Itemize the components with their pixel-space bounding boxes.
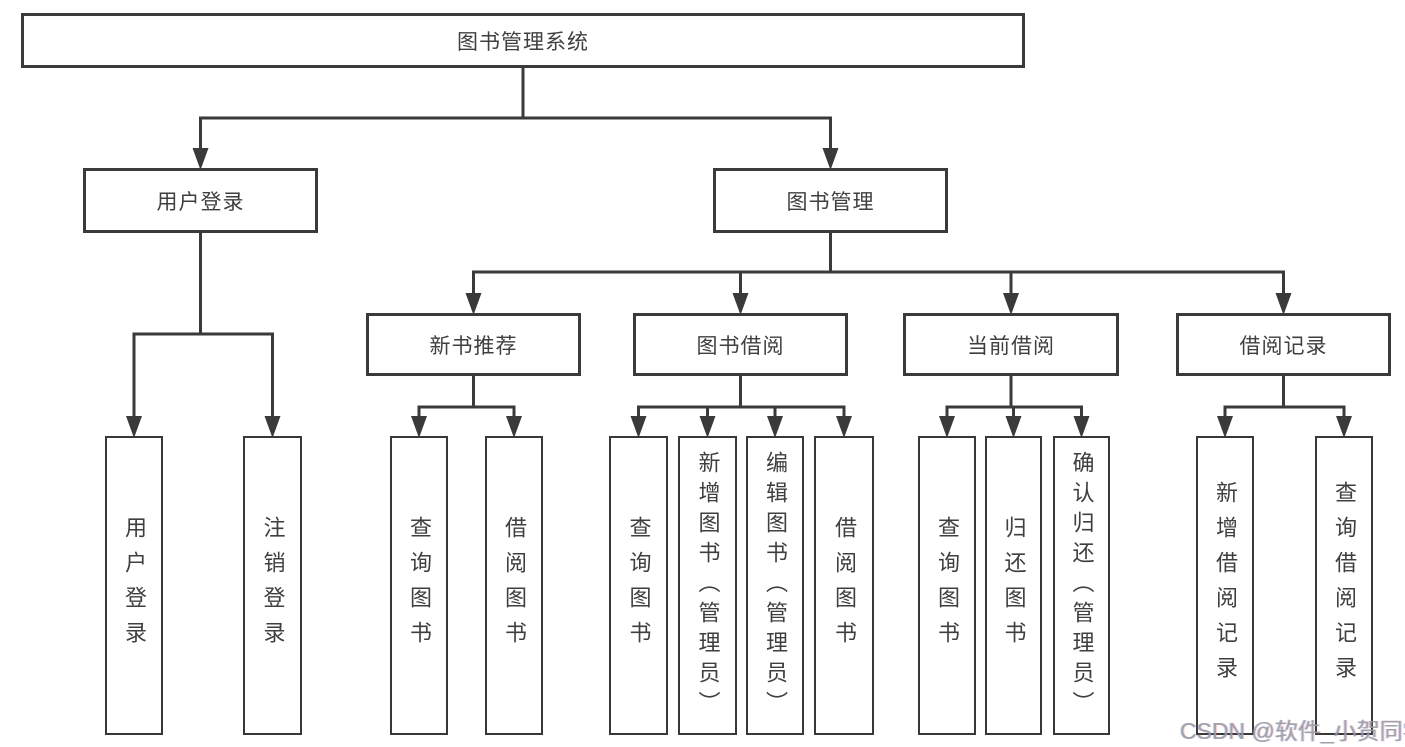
connector-book-borrow <box>637 374 846 427</box>
node-leaf-nb-borrow: 借阅图书 <box>485 436 543 735</box>
connector-user-login <box>132 231 274 427</box>
node-label-book-borrow: 图书借阅 <box>696 334 785 358</box>
node-book-mgmt: 图书管理 <box>713 168 948 233</box>
arrowhead-leaf-br-query <box>1336 416 1352 438</box>
node-leaf-bb-borrow: 借阅图书 <box>814 436 874 735</box>
node-label-leaf-bb-query: 查询图书 <box>626 515 652 656</box>
arrowhead-book-borrow <box>732 293 749 315</box>
node-borrow-records: 借阅记录 <box>1176 313 1391 376</box>
node-label-leaf-br-query: 查询借阅记录 <box>1332 480 1357 691</box>
node-label-new-book-rec: 新书推荐 <box>429 334 518 358</box>
arrowhead-leaf-cb-confirm <box>1073 416 1090 438</box>
arrowhead-current-borrow <box>1003 293 1019 315</box>
node-label-leaf-cb-query: 查询图书 <box>935 515 960 656</box>
node-label-leaf-bb-add: 新增图书（管理员） <box>695 450 721 721</box>
node-book-borrow: 图书借阅 <box>633 313 848 376</box>
arrowhead-leaf-logout <box>264 416 281 438</box>
node-label-leaf-bb-edit: 编辑图书（管理员） <box>763 450 788 721</box>
node-label-current-borrow: 当前借阅 <box>967 334 1055 358</box>
node-label-leaf-nb-borrow: 借阅图书 <box>502 515 527 656</box>
node-leaf-br-add: 新增借阅记录 <box>1196 436 1254 735</box>
node-label-leaf-nb-query: 查询图书 <box>407 515 432 656</box>
arrowhead-new-book-rec <box>465 293 482 315</box>
node-user-login: 用户登录 <box>83 168 318 233</box>
arrowhead-book-mgmt <box>822 148 839 170</box>
node-label-leaf-cb-return: 归还图书 <box>1001 515 1027 656</box>
node-leaf-br-query: 查询借阅记录 <box>1315 436 1373 735</box>
node-leaf-nb-query: 查询图书 <box>390 436 448 735</box>
arrowhead-leaf-nb-borrow <box>506 416 522 438</box>
node-leaf-user-login: 用户登录 <box>105 436 163 735</box>
node-label-leaf-br-add: 新增借阅记录 <box>1213 480 1238 691</box>
arrowhead-leaf-user-login <box>126 416 142 438</box>
arrowhead-user-login <box>192 148 209 170</box>
node-label-root: 图书管理系统 <box>457 30 589 54</box>
node-new-book-rec: 新书推荐 <box>366 313 581 376</box>
node-leaf-logout: 注销登录 <box>243 436 302 735</box>
node-leaf-cb-confirm: 确认归还（管理员） <box>1053 436 1110 735</box>
node-label-user-login: 用户登录 <box>156 190 245 214</box>
node-label-leaf-bb-borrow: 借阅图书 <box>832 515 857 656</box>
connector-borrow-records <box>1223 374 1346 427</box>
node-label-borrow-records: 借阅记录 <box>1239 334 1328 358</box>
arrowhead-leaf-bb-edit <box>767 416 783 438</box>
arrowhead-leaf-cb-query <box>939 416 955 438</box>
arrowhead-leaf-bb-query <box>630 416 647 438</box>
node-label-leaf-user-login: 用户登录 <box>122 515 147 656</box>
arrowhead-leaf-nb-query <box>411 416 427 438</box>
connector-new-book-rec <box>417 374 516 427</box>
node-current-borrow: 当前借阅 <box>903 313 1119 376</box>
arrowhead-leaf-bb-add <box>699 416 716 438</box>
connector-book-mgmt <box>472 231 1285 304</box>
node-leaf-bb-add: 新增图书（管理员） <box>678 436 737 735</box>
node-label-leaf-logout: 注销登录 <box>260 515 286 656</box>
arrowhead-leaf-cb-return <box>1005 416 1022 438</box>
arrowhead-leaf-bb-borrow <box>836 416 852 438</box>
node-leaf-bb-query: 查询图书 <box>609 436 668 735</box>
node-root: 图书管理系统 <box>21 13 1025 68</box>
node-leaf-cb-return: 归还图书 <box>985 436 1042 735</box>
node-label-book-mgmt: 图书管理 <box>786 190 875 214</box>
arrowhead-borrow-records <box>1275 293 1292 315</box>
connector-root <box>199 66 832 159</box>
node-leaf-bb-edit: 编辑图书（管理员） <box>746 436 804 735</box>
arrowhead-leaf-br-add <box>1217 416 1233 438</box>
node-leaf-cb-query: 查询图书 <box>918 436 976 735</box>
node-label-leaf-cb-confirm: 确认归还（管理员） <box>1069 450 1095 721</box>
